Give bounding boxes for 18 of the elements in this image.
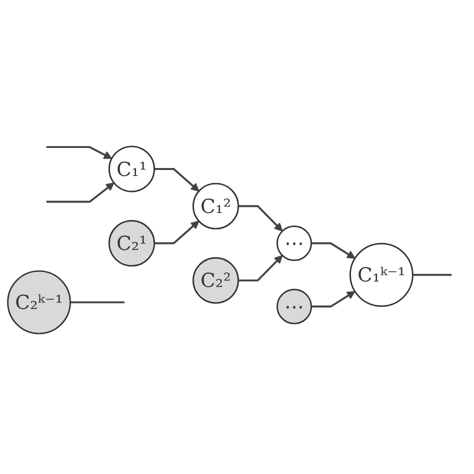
node-circle: ⋯ (276, 226, 312, 262)
arrow (154, 221, 200, 245)
arrow (46, 146, 112, 160)
node-circle: ⋯ (276, 289, 312, 325)
arrow (238, 255, 283, 282)
node-circle: C₁ᵏ⁻¹ (349, 243, 414, 308)
node-circle: C₂ᵏ⁻¹ (7, 270, 71, 335)
connector (412, 274, 452, 276)
node-circle: C₂¹ (108, 220, 156, 267)
node-circle: C₁¹ (108, 146, 156, 193)
arrow (311, 242, 356, 260)
node-circle: C₁² (192, 183, 240, 230)
arrow (154, 168, 200, 192)
connector (70, 302, 124, 304)
arrow (311, 291, 356, 308)
arrow (238, 205, 283, 232)
arrow (46, 182, 114, 204)
node-circle: C₂² (192, 257, 240, 304)
